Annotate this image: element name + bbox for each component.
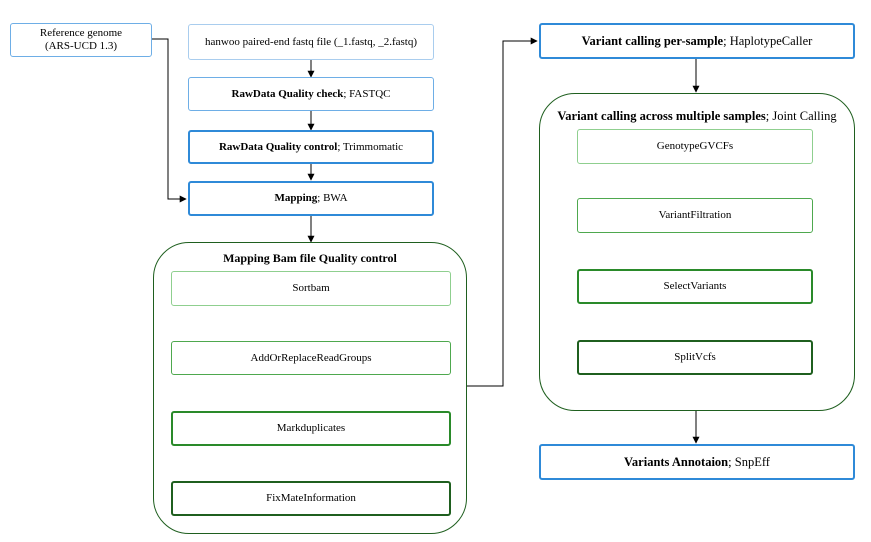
bam-qc-group-title: Mapping Bam file Quality control [223, 251, 397, 265]
reference-genome-line2: (ARS-UCD 1.3) [44, 40, 118, 52]
sortbam-label: Sortbam [292, 282, 330, 294]
mapping-box: Mapping; BWA [188, 181, 434, 216]
splitvcfs-box: SplitVcfs [577, 340, 813, 375]
variantfiltration-box: VariantFiltration [577, 198, 813, 233]
reference-genome-line1: Reference genome [39, 27, 123, 39]
joint-calling-group-title: Variant calling across multiple samples;… [557, 109, 837, 123]
qc-check-box: RawData Quality check; FASTQC [188, 77, 434, 111]
per-sample-box: Variant calling per-sample; HaplotypeCal… [539, 23, 855, 59]
qc-check-title: RawData Quality check [231, 87, 344, 100]
qc-control-title: RawData Quality control [218, 140, 338, 153]
mapping-title: Mapping [274, 192, 318, 204]
qc-control-box: RawData Quality control; Trimmomatic [188, 130, 434, 164]
fastq-input-box: hanwoo paired-end fastq file (_1.fastq, … [188, 24, 434, 60]
selectvariants-label: SelectVariants [663, 280, 727, 292]
qc-check-tool: ; FASTQC [343, 87, 391, 100]
annotation-title: Variants Annotaion [624, 454, 729, 469]
markduplicates-label: Markduplicates [276, 422, 346, 434]
genotypegvcfs-label: GenotypeGVCFs [656, 140, 734, 152]
arrow-reference-to-mapping [152, 38, 187, 203]
per-sample-title: Variant calling per-sample [581, 33, 724, 48]
qc-control-tool: ; Trimmomatic [337, 140, 404, 153]
markduplicates-box: Markduplicates [171, 411, 451, 446]
addorreplace-label: AddOrReplaceReadGroups [250, 351, 372, 364]
reference-genome-box: Reference genome (ARS-UCD 1.3) [10, 23, 152, 57]
per-sample-tool: ; HaplotypeCaller [723, 33, 813, 48]
fastq-input-label: hanwoo paired-end fastq file (_1.fastq, … [205, 35, 417, 48]
fixmate-label: FixMateInformation [266, 492, 356, 504]
annotation-tool: ; SnpEff [728, 454, 770, 469]
sortbam-box: Sortbam [171, 271, 451, 306]
genotypegvcfs-box: GenotypeGVCFs [577, 129, 813, 164]
fixmate-box: FixMateInformation [171, 481, 451, 516]
variantfiltration-label: VariantFiltration [658, 209, 732, 221]
annotation-box: Variants Annotaion; SnpEff [539, 444, 855, 480]
selectvariants-box: SelectVariants [577, 269, 813, 304]
splitvcfs-label: SplitVcfs [674, 351, 716, 363]
arrow-bamgroup-to-persample [466, 37, 538, 387]
addorreplace-box: AddOrReplaceReadGroups [171, 341, 451, 375]
mapping-tool: ; BWA [317, 192, 348, 204]
